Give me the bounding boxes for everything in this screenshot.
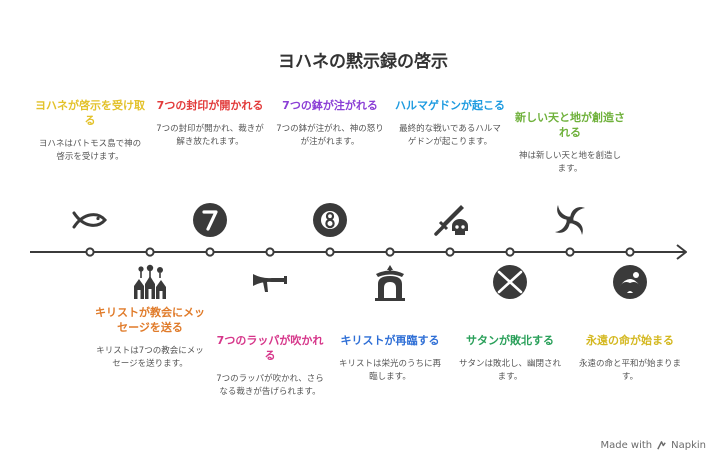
event-item: ヨハネが啓示を受け取る ヨハネはパトモス島で神の啓示を受けます。: [35, 98, 145, 164]
event-title: 永遠の命が始まる: [586, 334, 674, 347]
event-title: サタンが敗北する: [466, 334, 554, 347]
event-title: キリストが再臨する: [340, 334, 440, 347]
footer-brand: Napkin: [671, 440, 706, 451]
timeline-marker: [565, 247, 575, 257]
event-description: 7つの鉢が注がれ、神の怒りが注がれます。: [276, 124, 384, 147]
event-title: ハルマゲドンが起こる: [395, 99, 505, 112]
footer-text: Made with: [600, 440, 653, 451]
event-item: サタンが敗北する サタンは敗北し、幽閉されます。: [455, 333, 565, 384]
event-title: 7つの封印が開かれる: [156, 99, 264, 112]
timeline-marker: [445, 247, 455, 257]
napkin-logo-icon: [657, 441, 666, 450]
timeline-marker: [205, 247, 215, 257]
event-item: 新しい天と地が創造される 神は新しい天と地を創造します。: [515, 110, 625, 176]
event-description: 永遠の命と平和が始まります。: [578, 359, 681, 382]
timeline-marker: [385, 247, 395, 257]
defeat-circle-icon: [490, 262, 530, 302]
event-item: 7つの封印が開かれる 7つの封印が開かれ、裁きが解き放たれます。: [155, 98, 265, 149]
timeline-marker: [85, 247, 95, 257]
event-item: キリストが教会にメッセージを送る キリストは7つの教会にメッセージを送ります。: [95, 305, 205, 371]
made-with-footer[interactable]: Made with Napkin: [600, 440, 706, 451]
event-description: キリストは栄光のうちに再臨します。: [338, 359, 441, 382]
timeline-marker: [325, 247, 335, 257]
event-item: ハルマゲドンが起こる 最終的な戦いであるハルマゲドンが起こります。: [395, 98, 505, 149]
event-description: 7つのラッパが吹かれ、さらなる裁きが告げられます。: [216, 374, 324, 397]
timeline-marker: [265, 247, 275, 257]
event-description: 最終的な戦いであるハルマゲドンが起こります。: [399, 124, 501, 147]
event-description: 7つの封印が開かれ、裁きが解き放たれます。: [156, 124, 264, 147]
ichthys-fish-icon: [70, 200, 110, 240]
timeline-arrowhead: [676, 244, 687, 260]
sword-skull-icon: [430, 200, 470, 240]
trumpet-icon: [250, 262, 290, 302]
eight-ball-icon: [310, 200, 350, 240]
timeline-marker: [145, 247, 155, 257]
event-item: 永遠の命が始まる 永遠の命と平和が始まります。: [575, 333, 685, 384]
temple-icon: [370, 262, 410, 302]
timeline-marker: [625, 247, 635, 257]
event-title: 新しい天と地が創造される: [515, 111, 625, 139]
event-item: 7つの鉢が注がれる 7つの鉢が注がれ、神の怒りが注がれます。: [275, 98, 385, 149]
event-item: キリストが再臨する キリストは栄光のうちに再臨します。: [335, 333, 445, 384]
timeline-marker: [505, 247, 515, 257]
churches-icon: [130, 262, 170, 302]
event-title: 7つのラッパが吹かれる: [216, 334, 324, 362]
event-description: キリストは7つの教会にメッセージを送ります。: [96, 346, 204, 369]
event-title: 7つの鉢が注がれる: [282, 99, 378, 112]
event-title: キリストが教会にメッセージを送る: [95, 306, 205, 334]
event-title: ヨハネが啓示を受け取る: [35, 99, 145, 127]
eternal-icon: [610, 262, 650, 302]
event-description: ヨハネはパトモス島で神の啓示を受けます。: [38, 139, 142, 162]
event-item: 7つのラッパが吹かれる 7つのラッパが吹かれ、さらなる裁きが告げられます。: [215, 333, 325, 399]
event-description: サタンは敗北し、幽閉されます。: [458, 359, 561, 382]
seven-badge-icon: [190, 200, 230, 240]
page-title: ヨハネの黙示録の啓示: [278, 52, 448, 72]
swirl-icon: [550, 200, 590, 240]
event-description: 神は新しい天と地を創造します。: [518, 151, 621, 174]
